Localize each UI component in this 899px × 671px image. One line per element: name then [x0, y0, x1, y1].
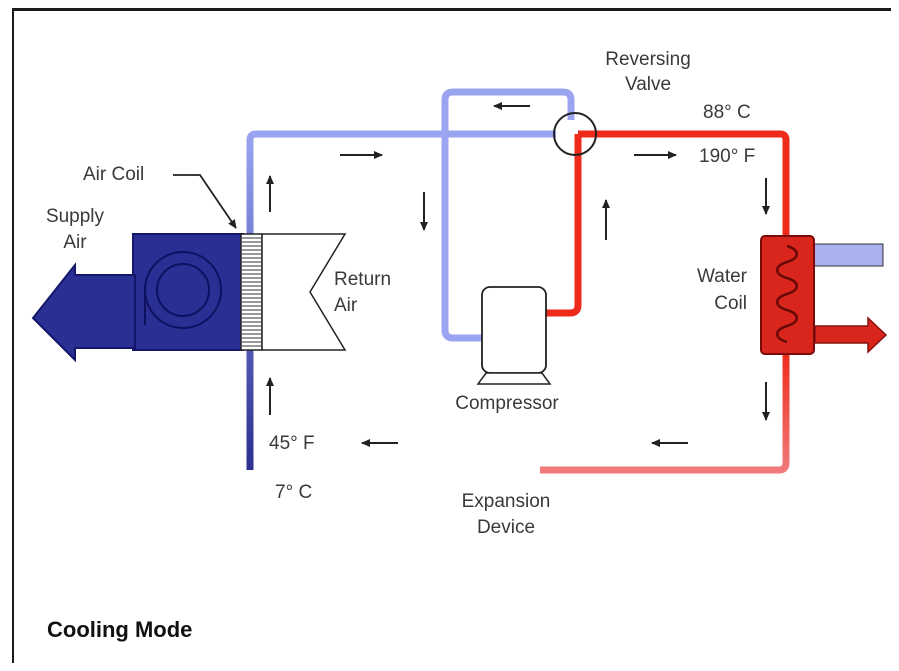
label-temp-hot-fahrenheit: 190° F	[699, 146, 756, 167]
air-handler	[132, 233, 244, 351]
label-air-coil: Air Coil	[83, 164, 145, 185]
label-reversing-valve-line1: Reversing	[605, 49, 691, 70]
flow-arrows	[266, 102, 770, 447]
label-expansion-device-line2: Device	[476, 517, 536, 538]
label-expansion-device-line1: Expansion	[461, 491, 551, 512]
label-supply-air-line1: Supply	[45, 206, 105, 227]
label-reversing-valve-line2: Valve	[624, 74, 672, 95]
label-return-air-line1: Return	[334, 269, 392, 290]
cool-refrigerant-line	[246, 88, 575, 470]
label-water-coil-line1: Water	[697, 266, 747, 287]
air-coil	[240, 233, 263, 351]
air-coil-leader	[173, 174, 237, 229]
label-temp-cold-celsius: 7° C	[275, 482, 313, 503]
diagram-frame	[12, 8, 891, 663]
reversing-valve-symbol	[553, 112, 597, 156]
label-supply-air-line2: Air	[63, 232, 87, 253]
label-water-coil-line2: Coil	[714, 293, 747, 314]
label-temp-cold-fahrenheit: 45° F	[269, 433, 315, 454]
diagram-title: Cooling Mode	[47, 617, 193, 642]
compressor-unit	[476, 286, 552, 385]
return-air-box	[261, 233, 347, 351]
label-compressor: Compressor	[455, 393, 559, 414]
label-temp-hot-celsius: 88° C	[703, 102, 751, 123]
hot-refrigerant-line	[540, 130, 790, 474]
label-return-air-line2: Air	[334, 295, 358, 316]
supply-air-arrow	[31, 262, 136, 363]
water-coil-unit	[760, 235, 888, 355]
